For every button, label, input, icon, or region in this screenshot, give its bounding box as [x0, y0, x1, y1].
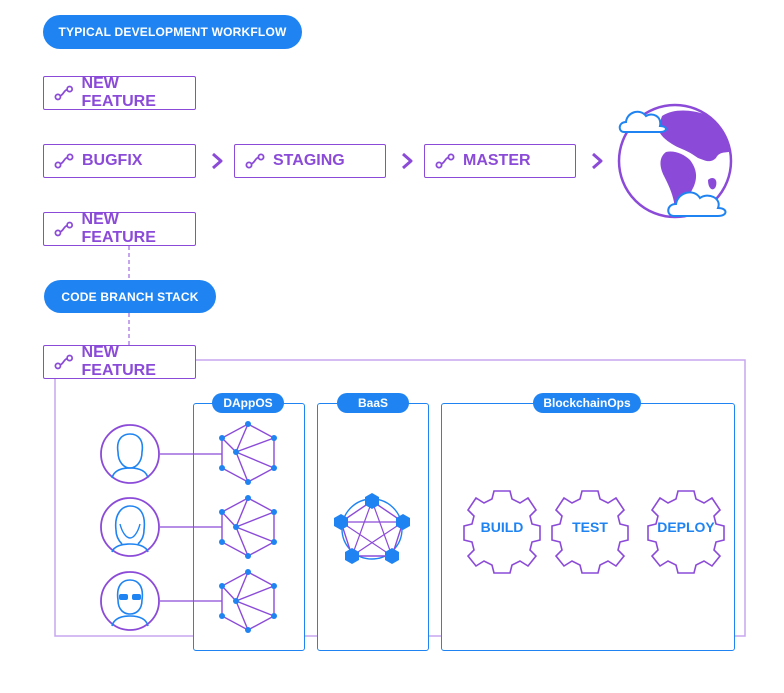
branch-icon: [54, 354, 74, 370]
branch-icon: [245, 153, 265, 169]
branch-master[interactable]: MASTER: [424, 144, 576, 178]
branch-label: NEW FEATURE: [81, 211, 156, 246]
dappos-tag: DAppOS: [212, 393, 284, 413]
code-branch-stack-label: CODE BRANCH STACK: [44, 280, 216, 313]
chevron-right-icon: [402, 152, 413, 170]
branch-new-feature-mid[interactable]: NEW FEATURE: [43, 211, 196, 246]
branch-label: STAGING: [273, 152, 345, 169]
branch-staging[interactable]: STAGING: [234, 144, 386, 178]
branch-icon: [435, 153, 455, 169]
dappos-panel: [193, 403, 305, 651]
chevron-right-icon: [212, 152, 223, 170]
baas-tag: BaaS: [337, 393, 409, 413]
branch-label: NEW FEATURE: [81, 75, 156, 110]
branch-icon: [54, 85, 74, 101]
baas-panel: [317, 403, 429, 651]
branch-icon: [54, 153, 74, 169]
branch-new-feature-bottom[interactable]: NEW FEATURE: [43, 344, 196, 379]
globe-icon: [617, 103, 733, 219]
deploy-label: DEPLOY: [657, 519, 715, 535]
build-label: BUILD: [480, 519, 524, 535]
test-label: TEST: [572, 519, 608, 535]
branch-label: NEW FEATURE: [81, 344, 156, 379]
branch-label: BUGFIX: [82, 152, 143, 169]
chevron-right-icon: [592, 152, 603, 170]
blockchainops-tag: BlockchainOps: [533, 393, 641, 413]
branch-icon: [54, 221, 74, 237]
workflow-title: TYPICAL DEVELOPMENT WORKFLOW: [43, 15, 302, 49]
branch-bugfix[interactable]: BUGFIX: [43, 144, 196, 178]
branch-new-feature-top[interactable]: NEW FEATURE: [43, 75, 196, 110]
branch-label: MASTER: [463, 152, 531, 169]
